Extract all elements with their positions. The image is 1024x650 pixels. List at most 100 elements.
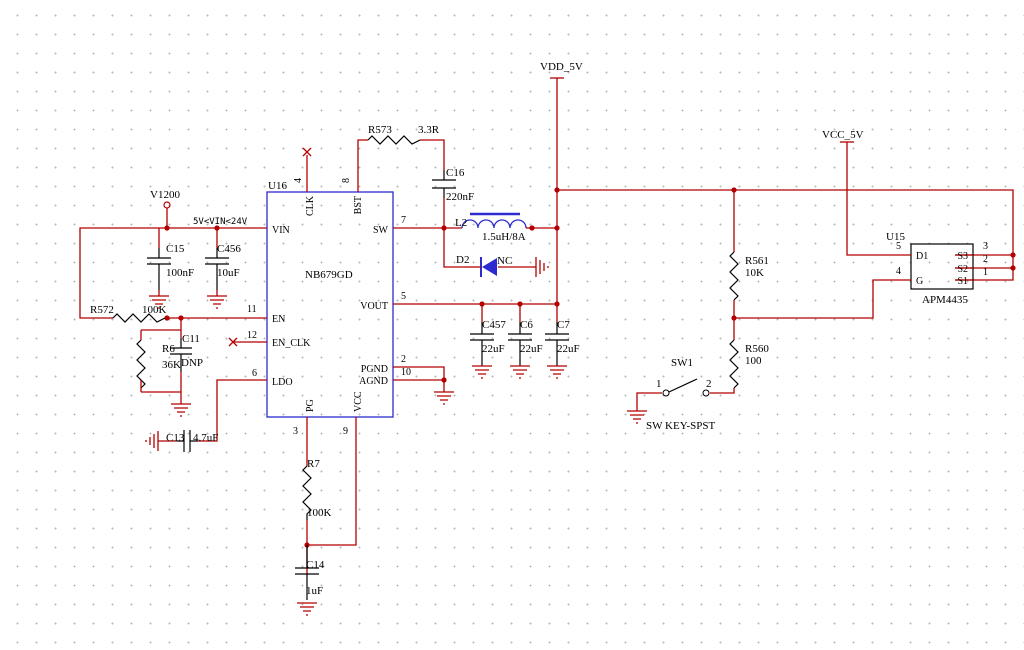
sw1-pin2: 2	[706, 378, 712, 390]
ground-sw1	[627, 410, 647, 424]
v1200-label: V1200	[150, 189, 180, 201]
c16-value: 220nF	[446, 191, 474, 203]
resistor-r7[interactable]: R7 100K	[302, 458, 332, 520]
junctions	[164, 187, 1016, 548]
r6-ref: R6	[162, 343, 175, 355]
capacitor-c16[interactable]: C16 220nF	[432, 167, 474, 203]
c11-ref: C11	[182, 333, 200, 345]
u15-part: APM4435	[922, 294, 968, 306]
c456-value: 10uF	[217, 267, 240, 279]
c456-ref: C456	[217, 243, 241, 255]
inductor-l2[interactable]: L2 1.5uH/8A	[455, 212, 532, 243]
ground-c6	[510, 365, 530, 379]
vcc-5v-port: VCC_5V	[822, 129, 864, 143]
c6-value: 22uF	[520, 343, 543, 355]
u15-pin-s3: S3	[957, 251, 968, 262]
ground-d2	[532, 257, 549, 277]
c15-value: 100nF	[166, 267, 194, 279]
c457-value: 22uF	[482, 343, 505, 355]
u15-pin-s1: S1	[957, 276, 968, 287]
capacitor-c456[interactable]: C456 10uF	[205, 243, 241, 290]
capacitor-c11[interactable]: C11 DNP	[170, 333, 203, 372]
r6-value: 36K	[162, 359, 181, 371]
ground-c457	[472, 365, 492, 379]
u15-chip[interactable]: U15 APM4435 D1 G S3 S2 S1 5 4 3 2 1	[886, 231, 988, 306]
ground-en	[171, 400, 191, 417]
u15-pin-d1: D1	[916, 251, 928, 262]
u16-pin-vcc: VCC	[353, 391, 364, 412]
capacitor-c6[interactable]: C6 22uF	[508, 319, 543, 366]
u16-pin-en: EN	[272, 314, 285, 325]
capacitor-c457[interactable]: C457 22uF	[470, 319, 506, 366]
u15-pin-s2: S2	[957, 264, 968, 275]
resistor-r573[interactable]: R573 3.3R	[367, 124, 440, 145]
no-connect-en-clk	[228, 337, 238, 347]
u16-pinnum-en-clk: 12	[247, 330, 257, 341]
sw1-ref: SW1	[671, 357, 693, 369]
u15-pin-g: G	[916, 276, 923, 287]
ground-c15	[149, 290, 169, 309]
u15-pinnum-d1: 5	[896, 241, 901, 252]
capacitor-c15[interactable]: C15 100nF	[147, 243, 194, 290]
u15-body	[910, 243, 974, 290]
no-connect-clk	[302, 147, 312, 157]
u16-pinnum-clk: 4	[293, 178, 304, 183]
u15-pinnum-s1: 1	[983, 267, 988, 278]
u16-pinnum-vcc: 9	[343, 426, 348, 437]
ground-c7	[547, 365, 567, 379]
c16-ref: C16	[446, 167, 465, 179]
u16-part: NB679GD	[305, 269, 353, 281]
resistor-r6[interactable]: R6 36K	[136, 330, 181, 392]
u16-pinnum-vout: 5	[401, 291, 406, 302]
u16-pin-en-clk: EN_CLK	[272, 338, 311, 349]
r572-ref: R572	[90, 304, 114, 316]
resistor-r572[interactable]: R572 100K	[90, 304, 167, 323]
diode-d2[interactable]: D2 NC	[456, 254, 512, 277]
u16-pinnum-agnd: 10	[401, 367, 411, 378]
capacitor-c13[interactable]: C13 4.7uF	[166, 430, 218, 452]
c13-ref: C13	[166, 432, 185, 444]
r573-value: 3.3R	[418, 124, 440, 136]
c6-ref: C6	[520, 319, 533, 331]
l2-value: 1.5uH/8A	[482, 231, 526, 243]
capacitor-c14[interactable]: C14 1uF	[295, 545, 325, 600]
c7-value: 22uF	[557, 343, 580, 355]
r560-ref: R560	[745, 343, 769, 355]
resistor-r561[interactable]: R561 10K	[729, 251, 769, 301]
u16-pin-pgnd: PGND	[361, 364, 388, 375]
c14-ref: C14	[306, 559, 325, 571]
u15-ref: U15	[886, 231, 905, 243]
r561-value: 10K	[745, 267, 764, 279]
u16-pin-bst: BST	[353, 196, 364, 214]
u15-pinnum-g: 4	[896, 266, 901, 277]
capacitor-c7[interactable]: C7 22uF	[545, 319, 580, 366]
u16-pin-agnd: AGND	[359, 376, 388, 387]
switch-sw1[interactable]: SW1 1 2 SW KEY-SPST	[646, 357, 715, 432]
c13-value: 4.7uF	[193, 432, 218, 444]
c7-ref: C7	[557, 319, 570, 331]
u16-pin-ldo: LDO	[272, 377, 293, 388]
u16-pin-clk: CLK	[305, 195, 316, 216]
resistor-r560[interactable]: R560 100	[729, 339, 769, 389]
u15-pinnum-s2: 2	[983, 254, 988, 265]
ground-c14	[297, 602, 317, 616]
vin-range-label: 5V<VIN<24V	[193, 217, 248, 227]
u16-pin-vin: VIN	[272, 225, 290, 236]
wires	[79, 78, 1014, 575]
u16-pinnum-sw: 7	[401, 215, 406, 226]
ground-c13	[145, 431, 159, 451]
d2-value: NC	[497, 255, 512, 267]
u16-chip[interactable]: U16 NB679GD VIN EN EN_CLK LDO SW VOUT PG…	[247, 178, 411, 437]
sw1-value: SW KEY-SPST	[646, 420, 715, 432]
u16-pinnum-pg: 3	[293, 426, 298, 437]
u16-pinnum-en: 11	[247, 304, 257, 315]
r7-value: 100K	[307, 507, 332, 519]
u16-pinnum-ldo: 6	[252, 368, 257, 379]
r7-ref: R7	[307, 458, 320, 470]
vdd-5v-label: VDD_5V	[540, 61, 583, 73]
u16-pin-vout: VOUT	[360, 301, 388, 312]
v1200-port: V1200	[150, 189, 180, 209]
c14-value: 1uF	[306, 585, 323, 597]
d2-ref: D2	[456, 254, 469, 266]
u16-pin-pg: PG	[305, 399, 316, 412]
